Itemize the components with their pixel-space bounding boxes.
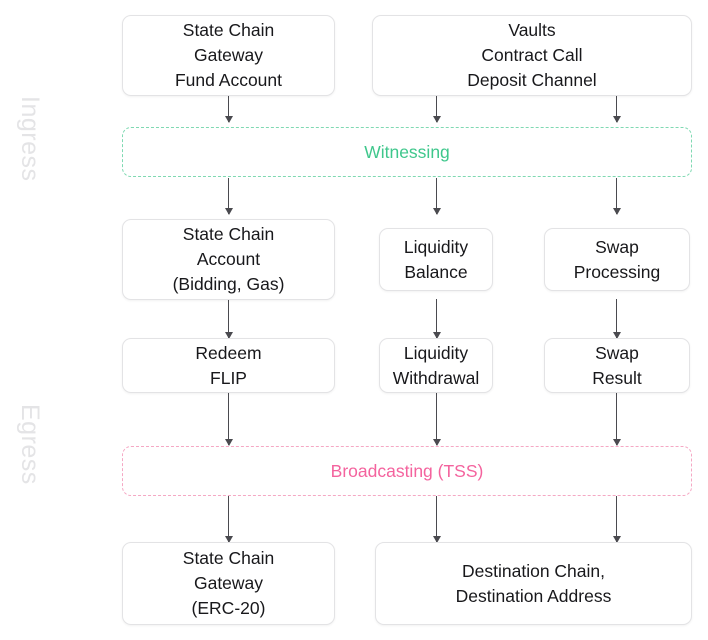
- arrow-broadcasting-to-destination-chain-left: [432, 496, 441, 543]
- node-line: Liquidity: [403, 236, 469, 257]
- node-line: Gateway: [193, 573, 264, 594]
- band-witnessing-label: Witnessing: [357, 141, 457, 163]
- node-line: Destination Address: [455, 585, 612, 606]
- arrow-vaults-to-witnessing-right: [612, 96, 621, 123]
- node-line: Gateway: [193, 45, 264, 66]
- node-line: Liquidity: [403, 342, 469, 363]
- node-line: Contract Call: [481, 45, 583, 66]
- arrow-state-chain-account-to-redeem-flip: [224, 299, 233, 339]
- band-witnessing: Witnessing: [122, 127, 692, 177]
- arrow-witnessing-to-state-chain-account: [224, 178, 233, 215]
- node-line: Swap: [595, 236, 639, 257]
- node-line: Swap: [595, 342, 639, 363]
- band-broadcasting-label: Broadcasting (TSS): [323, 460, 491, 482]
- node-line: Vaults: [508, 20, 556, 41]
- node-line: State Chain: [182, 224, 275, 245]
- node-swap-result[interactable]: Swap Result: [544, 338, 690, 393]
- node-line: Withdrawal: [392, 367, 480, 388]
- arrow-witnessing-to-liquidity-balance: [432, 178, 441, 215]
- node-redeem-flip[interactable]: Redeem FLIP: [122, 338, 335, 393]
- phase-label-ingress: Ingress: [16, 96, 44, 182]
- node-line: Redeem: [195, 342, 262, 363]
- node-line: State Chain: [182, 20, 275, 41]
- node-destination-chain-address[interactable]: Destination Chain, Destination Address: [375, 542, 692, 625]
- node-line: (Bidding, Gas): [172, 273, 285, 294]
- node-line: Destination Chain,: [462, 560, 605, 581]
- node-line: Account: [196, 249, 261, 270]
- node-line: Balance: [404, 261, 468, 282]
- node-line: Result: [592, 367, 642, 388]
- node-line: Processing: [573, 261, 661, 282]
- node-vaults-contract-call-deposit-channel[interactable]: Vaults Contract Call Deposit Channel: [372, 15, 692, 96]
- node-line: FLIP: [210, 367, 247, 388]
- phase-label-egress: Egress: [16, 404, 44, 485]
- node-state-chain-account-bidding-gas[interactable]: State Chain Account (Bidding, Gas): [122, 219, 335, 300]
- node-line: (ERC-20): [191, 597, 266, 618]
- arrow-swap-processing-to-swap-result: [612, 299, 621, 339]
- arrow-redeem-flip-to-broadcasting: [224, 393, 233, 446]
- arrow-swap-result-to-broadcasting: [612, 393, 621, 446]
- node-state-chain-gateway-erc20[interactable]: State Chain Gateway (ERC-20): [122, 542, 335, 625]
- node-line: State Chain: [182, 548, 275, 569]
- node-swap-processing[interactable]: Swap Processing: [544, 228, 690, 291]
- arrow-liquidity-balance-to-withdrawal: [432, 299, 441, 339]
- node-liquidity-withdrawal[interactable]: Liquidity Withdrawal: [379, 338, 493, 393]
- node-liquidity-balance[interactable]: Liquidity Balance: [379, 228, 493, 291]
- arrow-witnessing-to-swap-processing: [612, 178, 621, 215]
- arrow-broadcasting-to-state-chain-gateway-erc20: [224, 496, 233, 543]
- node-line: Fund Account: [174, 69, 283, 90]
- node-state-chain-gateway-fund-account[interactable]: State Chain Gateway Fund Account: [122, 15, 335, 96]
- band-broadcasting: Broadcasting (TSS): [122, 446, 692, 496]
- node-line: Deposit Channel: [467, 69, 597, 90]
- arrow-gateway-to-witnessing: [224, 96, 233, 123]
- arrow-vaults-to-witnessing-left: [432, 96, 441, 123]
- arrow-liquidity-withdrawal-to-broadcasting: [432, 393, 441, 446]
- arrow-broadcasting-to-destination-chain-right: [612, 496, 621, 543]
